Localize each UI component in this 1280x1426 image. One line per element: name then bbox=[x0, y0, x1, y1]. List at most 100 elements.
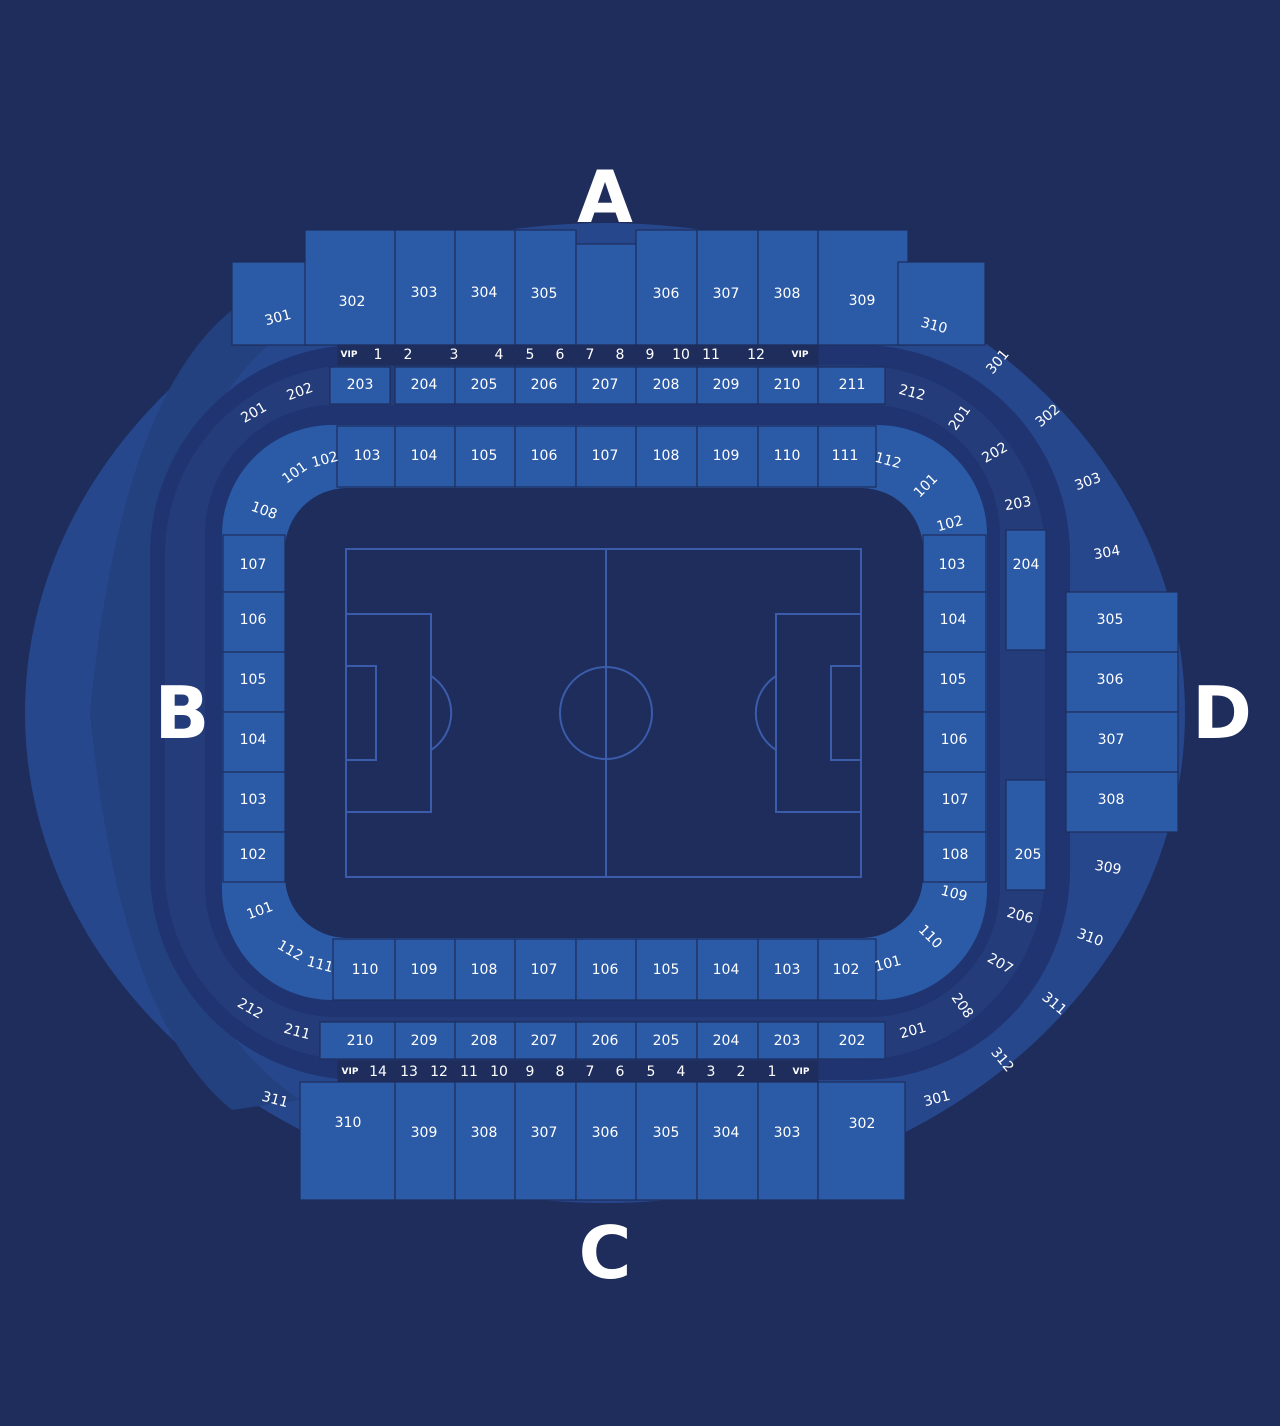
stand-a-box-label: 11 bbox=[702, 347, 720, 363]
stand-c-middle-label: 202 bbox=[839, 1033, 866, 1049]
stand-a-middle-207[interactable] bbox=[575, 366, 637, 405]
stand-c-upper-307[interactable] bbox=[514, 1081, 577, 1201]
stand-a-box-label: 7 bbox=[586, 347, 595, 363]
stand-c-lower-102[interactable] bbox=[817, 938, 877, 1001]
stand-a-middle-label: 210 bbox=[774, 377, 801, 393]
stand-a-box-label: 8 bbox=[616, 347, 625, 363]
stand-d-upper-308[interactable] bbox=[1065, 771, 1179, 833]
stand-c-middle-204[interactable] bbox=[696, 1021, 759, 1060]
stand-b-lower-107[interactable] bbox=[222, 534, 286, 593]
stand-b-lower-106[interactable] bbox=[222, 591, 286, 653]
stand-c-box-label: 14 bbox=[369, 1064, 387, 1080]
stand-d-upper-label: 304 bbox=[1092, 543, 1121, 563]
stand-c-box-label: 10 bbox=[490, 1064, 508, 1080]
stand-a-lower-label: 102 bbox=[310, 449, 340, 471]
stand-a-upper-309[interactable] bbox=[817, 229, 909, 346]
stand-d-lower-106[interactable] bbox=[922, 711, 987, 773]
stand-a-box-label: 3 bbox=[450, 347, 459, 363]
stand-c-middle-207[interactable] bbox=[514, 1021, 577, 1060]
stand-a-middle-209[interactable] bbox=[696, 366, 759, 405]
stand-c-box-label: 7 bbox=[586, 1064, 595, 1080]
stand-c-middle-label: 205 bbox=[653, 1033, 680, 1049]
stand-d-middle-205[interactable] bbox=[1005, 779, 1047, 891]
stand-d-lower-label: 107 bbox=[942, 792, 969, 808]
stand-c-box-label: 11 bbox=[460, 1064, 478, 1080]
stand-c-lower-110[interactable] bbox=[332, 938, 396, 1001]
stand-c-upper-304[interactable] bbox=[696, 1081, 759, 1201]
stand-c-upper-309[interactable] bbox=[394, 1081, 456, 1201]
stand-d-middle-204[interactable] bbox=[1005, 529, 1047, 651]
stand-c-lower-label: 109 bbox=[411, 962, 438, 978]
stand-a-lower-106[interactable] bbox=[514, 425, 577, 488]
stand-a-box-label: 4 bbox=[495, 347, 504, 363]
stand-a-upper-310[interactable] bbox=[897, 261, 986, 346]
stand-c-middle-208[interactable] bbox=[454, 1021, 516, 1060]
stand-a-middle-203[interactable] bbox=[329, 366, 391, 405]
stand-a-middle-204[interactable] bbox=[394, 366, 456, 405]
stand-a-middle-208[interactable] bbox=[635, 366, 698, 405]
stand-d-middle-label: 203 bbox=[1003, 494, 1032, 514]
vip-label: VIP bbox=[793, 1067, 810, 1077]
stand-a-upper-308[interactable] bbox=[757, 229, 819, 346]
stand-c-upper-306[interactable] bbox=[575, 1081, 637, 1201]
stand-d-lower-label: 106 bbox=[941, 732, 968, 748]
stand-c-upper-label: 305 bbox=[653, 1125, 680, 1141]
stand-a-upper-label: 307 bbox=[713, 286, 740, 302]
stand-c-middle-210[interactable] bbox=[319, 1021, 396, 1060]
stand-a-lower-label: 104 bbox=[411, 448, 438, 464]
stand-a-upper-307[interactable] bbox=[696, 229, 759, 346]
pitch-surround bbox=[285, 488, 923, 938]
stand-a-middle-label: 203 bbox=[347, 377, 374, 393]
stand-c-lower-label: 101 bbox=[873, 953, 903, 975]
stand-d-upper-305[interactable] bbox=[1065, 591, 1179, 653]
stand-d-upper-307[interactable] bbox=[1065, 711, 1179, 773]
stand-a-upper-label: 309 bbox=[849, 293, 876, 309]
stand-c-box-row[interactable] bbox=[337, 1060, 819, 1082]
stand-a-lower-107[interactable] bbox=[575, 425, 637, 488]
stand-c-lower-label: 106 bbox=[592, 962, 619, 978]
stand-a-lower-105[interactable] bbox=[454, 425, 516, 488]
stand-d-lower-108[interactable] bbox=[922, 831, 987, 883]
stand-a-upper-gap[interactable] bbox=[575, 243, 637, 346]
stand-d-upper-label: 309 bbox=[1093, 858, 1122, 878]
stand-a-lower-103[interactable] bbox=[336, 425, 396, 488]
stand-a-lower-109[interactable] bbox=[696, 425, 759, 488]
stand-d-upper-label: 307 bbox=[1098, 732, 1125, 748]
football-pitch bbox=[345, 548, 862, 878]
stand-a-lower-111[interactable] bbox=[817, 425, 877, 488]
stand-c-middle-202[interactable] bbox=[817, 1021, 886, 1060]
stand-c-upper-label: 301 bbox=[922, 1088, 952, 1110]
stand-a-middle-label: 206 bbox=[531, 377, 558, 393]
stand-c-lower-label: 110 bbox=[352, 962, 379, 978]
stand-d-upper-306[interactable] bbox=[1065, 651, 1179, 713]
stand-c-lower-108[interactable] bbox=[454, 938, 516, 1001]
stand-c-upper-310[interactable] bbox=[299, 1081, 396, 1201]
stand-a-middle-label: 204 bbox=[411, 377, 438, 393]
stand-c-lower-106[interactable] bbox=[575, 938, 637, 1001]
stand-c-upper-302[interactable] bbox=[817, 1081, 906, 1201]
stand-c-upper-305[interactable] bbox=[635, 1081, 698, 1201]
stand-c-box-label: 6 bbox=[616, 1064, 625, 1080]
stand-b-lower-label: 103 bbox=[240, 792, 267, 808]
stand-a-upper-302[interactable] bbox=[304, 229, 396, 346]
stand-a-lower-label: 110 bbox=[774, 448, 801, 464]
stand-b-lower-102[interactable] bbox=[222, 831, 286, 883]
stand-c-label: C bbox=[579, 1211, 632, 1295]
stand-c-lower-107[interactable] bbox=[514, 938, 577, 1001]
stand-c-upper-label: 308 bbox=[471, 1125, 498, 1141]
stand-a-middle-211[interactable] bbox=[817, 366, 886, 405]
stand-d-lower-103[interactable] bbox=[922, 534, 987, 593]
stand-a-middle-210[interactable] bbox=[757, 366, 819, 405]
stand-d-lower-104[interactable] bbox=[922, 591, 987, 653]
stand-a-box-label: 9 bbox=[646, 347, 655, 363]
stand-a-middle-205[interactable] bbox=[454, 366, 516, 405]
stand-d-lower-label: 109 bbox=[939, 883, 969, 905]
stand-d-upper-label: 306 bbox=[1097, 672, 1124, 688]
stand-c-lower-105[interactable] bbox=[635, 938, 698, 1001]
stand-c-upper-303[interactable] bbox=[757, 1081, 819, 1201]
stand-c-middle-206[interactable] bbox=[575, 1021, 637, 1060]
stand-c-lower-103[interactable] bbox=[757, 938, 819, 1001]
stand-d-lower-105[interactable] bbox=[922, 651, 987, 713]
stand-a-box-row[interactable] bbox=[337, 344, 819, 366]
stand-c-upper-308[interactable] bbox=[454, 1081, 516, 1201]
